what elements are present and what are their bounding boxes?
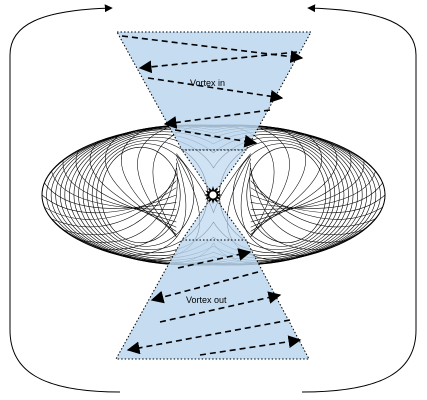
torus-mesh-line: [96, 143, 195, 247]
torus-mesh-line: [44, 187, 177, 220]
torus-mesh-line: [240, 158, 307, 256]
torus-mesh-line: [250, 125, 290, 237]
torus-mesh-line: [44, 182, 177, 209]
torus-mesh-line: [78, 131, 214, 259]
torus-mesh-line: [250, 187, 383, 220]
torus-mesh-line: [213, 136, 340, 254]
torus-mesh-line: [250, 171, 376, 210]
flow-arrow: [159, 291, 282, 323]
torus-mesh-line: [232, 143, 331, 247]
curved-arrow-icon: [9, 4, 121, 393]
torus-mesh-line: [213, 131, 349, 259]
vortex-out-label: Vortex out: [186, 295, 227, 305]
torus-mesh-line: [249, 162, 329, 250]
torus-mesh-line: [63, 173, 177, 236]
vortex-out-cone: [115, 194, 310, 360]
torus-mesh-line: [250, 167, 349, 243]
flow-arrow: [150, 271, 259, 304]
torus-mesh-line: [62, 159, 177, 217]
starburst-icon: [204, 186, 222, 204]
flow-arrow: [147, 77, 284, 103]
curved-arrow-icon: [301, 4, 417, 393]
vortex-in-cone: [116, 31, 312, 196]
flow-arrow: [138, 51, 298, 74]
torus-mesh-line: [75, 149, 177, 223]
torus-mesh-line: [250, 128, 306, 235]
torus-mesh-line: [51, 171, 177, 210]
torus-mesh-line: [250, 159, 365, 217]
torus-mesh-line: [51, 180, 177, 228]
flow-arrow: [177, 248, 252, 269]
torus-mesh-line: [100, 146, 181, 244]
torus-mesh-line: [41, 194, 177, 213]
flow-arrow: [163, 109, 271, 129]
torus-mesh-line: [78, 167, 177, 243]
circulation-arrows: [9, 4, 417, 393]
torus-mesh-line: [98, 162, 178, 250]
torus-mesh-line: [89, 141, 177, 228]
torus-mesh-line: [120, 158, 187, 256]
torus-mesh-line: [213, 133, 345, 257]
torus-mesh-line: [250, 182, 383, 209]
torus-mesh-line: [82, 133, 214, 257]
vortex-in-flow-arrows: [121, 35, 304, 148]
torus-mesh-line: [87, 136, 214, 254]
flow-arrow: [174, 129, 258, 148]
flow-arrow: [126, 319, 291, 355]
torus-mesh-line: [250, 141, 338, 228]
torus-mesh-line: [250, 180, 376, 228]
torus-mesh-line: [250, 194, 386, 213]
vortex-in-label: Vortex in: [190, 78, 225, 88]
torus-mesh-line: [250, 149, 352, 223]
torus-mesh-line: [250, 173, 364, 236]
vortex-out-flow-arrows: [126, 248, 302, 356]
torus-mesh-line: [121, 128, 177, 235]
torus-mesh-line: [137, 125, 177, 237]
flow-arrow: [199, 335, 302, 356]
torus-mesh-line: [246, 146, 327, 244]
